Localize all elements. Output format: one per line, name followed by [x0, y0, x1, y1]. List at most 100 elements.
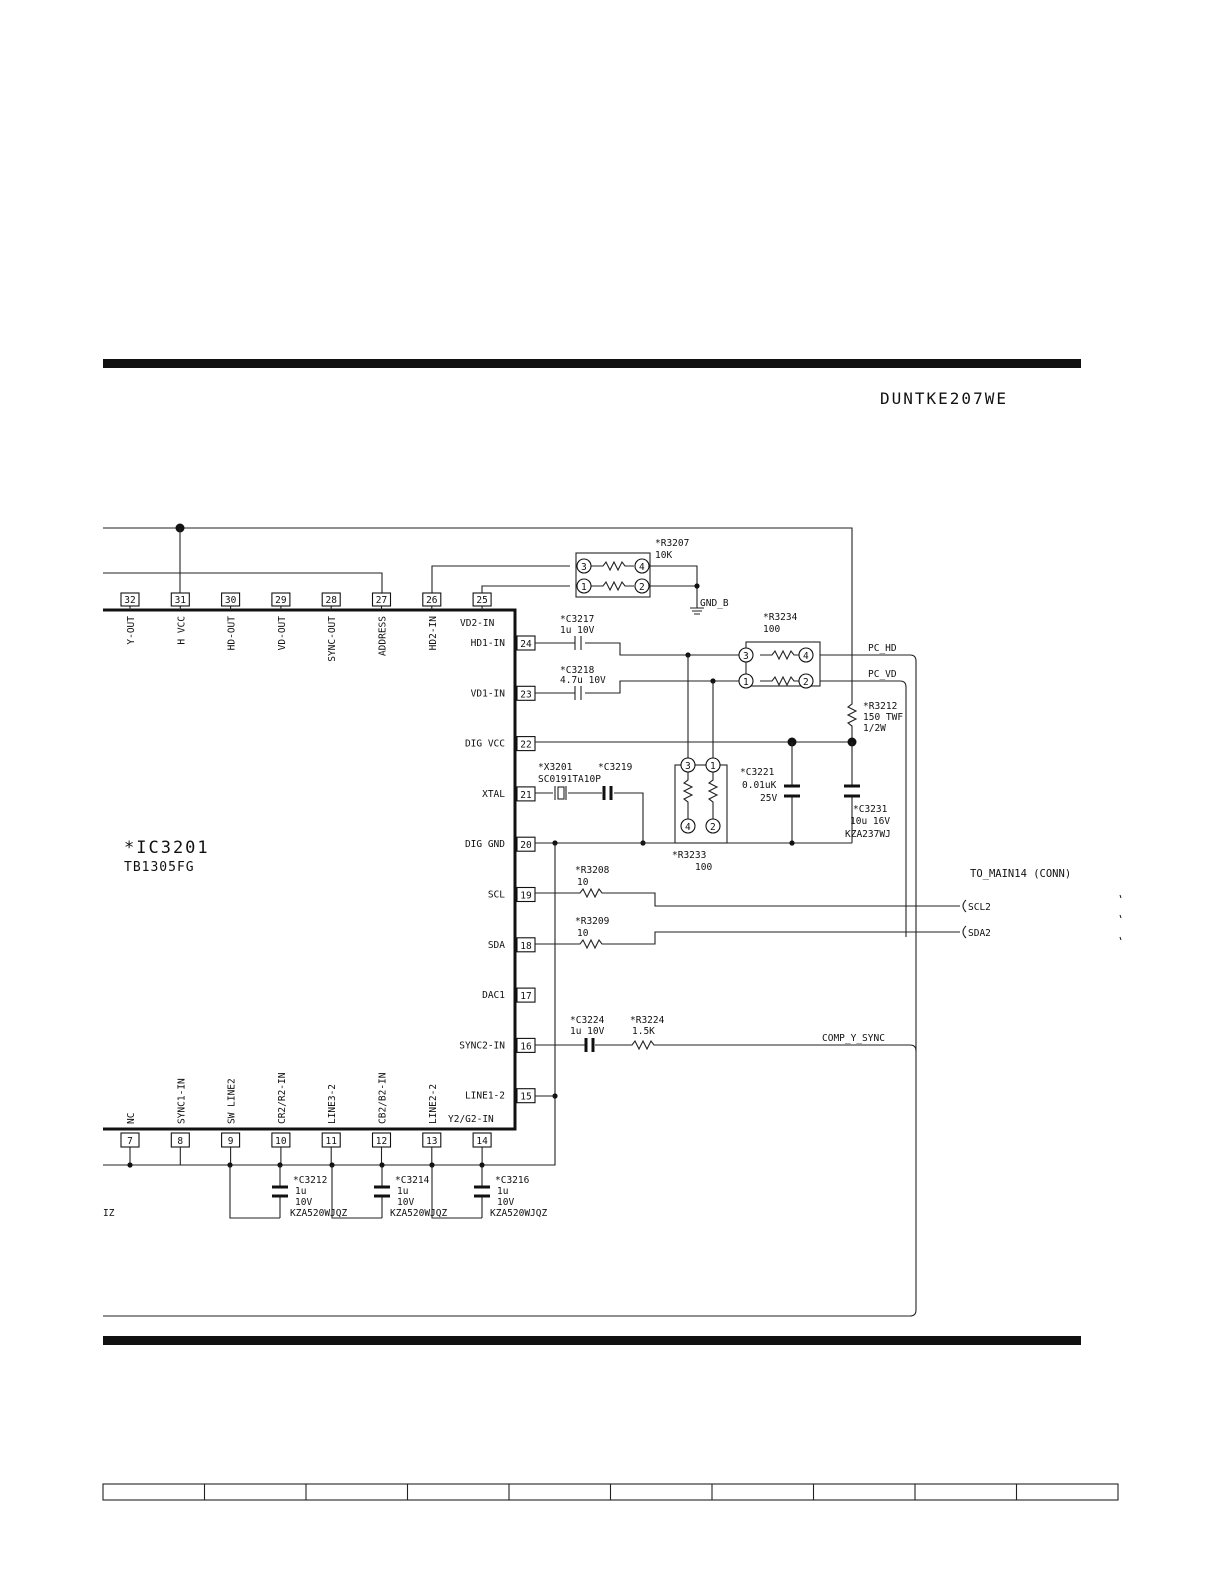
- pin-name: XTAL: [482, 789, 505, 800]
- pin-name: DIG GND: [465, 839, 505, 850]
- pin-number: 3: [685, 761, 691, 772]
- pin-number: 21: [520, 790, 532, 801]
- junction-dot: [789, 840, 795, 846]
- pin-name: SW LINE2: [227, 1078, 238, 1124]
- xtal-circuit: *X3201 SC0191TA10P *C3219: [535, 762, 646, 846]
- dig-gnd-wiring: [103, 840, 852, 1166]
- x3201-value: SC0191TA10P: [538, 774, 601, 785]
- pin-name: HD-OUT: [227, 616, 238, 651]
- r3207-value: 10K: [655, 550, 672, 561]
- pin-name: DAC1: [482, 990, 505, 1001]
- c3214-v1: 1u: [397, 1186, 408, 1197]
- c3221-value: 0.01uK: [742, 780, 777, 791]
- c3231-value2: KZA237WJ: [845, 829, 891, 840]
- ic-part-number: TB1305FG: [124, 860, 195, 875]
- c3216-ref: *C3216: [495, 1175, 530, 1186]
- r3208-ref: *R3208: [575, 865, 610, 876]
- c3217-ref: *C3217: [560, 614, 594, 625]
- c3216-v2: 10V: [497, 1197, 514, 1208]
- net-sda2: SDA2: [968, 928, 991, 939]
- pin-number: 29: [275, 595, 287, 606]
- junction-dot: [127, 1162, 133, 1168]
- pin-number: 2: [710, 822, 716, 833]
- r3208-value: 10: [577, 877, 589, 888]
- r3212-ref: *R3212: [863, 701, 897, 712]
- pin-name: CB2/B2-IN: [378, 1072, 389, 1124]
- pin-number: 3: [743, 651, 749, 662]
- pin-name: SYNC-OUT: [327, 616, 338, 662]
- r3233-resistor-array: 3 1 4 2 *R3233 100: [672, 757, 728, 873]
- r3207-ref: *R3207: [655, 538, 689, 549]
- r3224-ref: *R3224: [630, 1015, 665, 1026]
- c3221-ref: *C3221: [740, 767, 775, 778]
- c3217-value: 1u 10V: [560, 625, 595, 636]
- pin-number: 24: [520, 639, 532, 650]
- ic-reference: *IC3201: [124, 838, 210, 858]
- pin-number: 26: [426, 595, 438, 606]
- pin-name: NC: [126, 1113, 137, 1124]
- pin-name: H VCC: [176, 616, 187, 645]
- pin-name: DIG VCC: [465, 739, 505, 750]
- pin-number: 2: [803, 677, 809, 688]
- r3233-value: 100: [695, 862, 712, 873]
- top-separator-bar: [103, 359, 1081, 368]
- pin-box: [516, 786, 536, 802]
- c3216-v1: 1u: [497, 1186, 508, 1197]
- pin-number: 31: [175, 595, 187, 606]
- r3209-value: 10: [577, 928, 589, 939]
- pin-number: 12: [376, 1136, 387, 1147]
- c3214-ref: *C3214: [395, 1175, 430, 1186]
- bottom-wiring: *C3212 1u 10V KZA520WJQZ *C3214 1u 10V K…: [103, 1162, 547, 1219]
- pin-number: 18: [520, 941, 532, 952]
- c3221-value2: 25V: [760, 793, 777, 804]
- pin-number: 22: [520, 740, 531, 751]
- c3212-ref: *C3212: [293, 1175, 327, 1186]
- c3212-v2: 10V: [295, 1197, 312, 1208]
- c3214-v2: 10V: [397, 1197, 414, 1208]
- pin-box: [221, 592, 241, 607]
- pin-number: 27: [376, 595, 387, 606]
- junction-dot: [694, 583, 700, 589]
- c3224-ref: *C3224: [570, 1015, 605, 1026]
- top-wiring: GND_B: [103, 523, 853, 700]
- ic-corner-top-label: VD2-IN: [460, 618, 495, 629]
- x3201-ref: *X3201: [538, 762, 573, 773]
- r3209-ref: *R3209: [575, 916, 610, 927]
- pin-name: HD1-IN: [471, 638, 506, 649]
- c3216-v3: KZA520WJQZ: [490, 1208, 547, 1219]
- c3231-value: 10u 16V: [850, 816, 890, 827]
- connector-label: TO_MAIN14 (CONN): [970, 868, 1071, 880]
- bottom-separator-bar: [103, 1336, 1081, 1345]
- c3231-ref: *C3231: [853, 804, 888, 815]
- pin-box: [516, 987, 536, 1003]
- pin-name: ADDRESS: [378, 616, 389, 656]
- pin-box: [120, 592, 140, 607]
- pin-box: [516, 886, 536, 903]
- pin-name: SYNC2-IN: [459, 1040, 505, 1051]
- c3212-v3: KZA520WJQZ: [290, 1208, 347, 1219]
- ic-block: *IC3201 TB1305FG VD2-IN Y2/G2-IN: [103, 608, 517, 1131]
- c3218-value: 4.7u 10V: [560, 675, 606, 686]
- pin-box: [516, 736, 536, 752]
- pin-name: Y-OUT: [126, 616, 137, 645]
- pin-name: SDA: [488, 940, 505, 951]
- net-comp-y-sync: COMP_Y_SYNC: [822, 1033, 885, 1044]
- c3224-value: 1u 10V: [570, 1026, 605, 1037]
- pin-number: 11: [325, 1136, 337, 1147]
- pin-name: VD-OUT: [277, 616, 288, 651]
- pin-name: SCL: [488, 890, 505, 901]
- net-pc-vd: PC_VD: [868, 669, 897, 680]
- c3212-v1: 1u: [295, 1186, 306, 1197]
- pin-name: LINE2-2: [428, 1084, 439, 1124]
- c3219-ref: *C3219: [598, 762, 633, 773]
- pin-number: 2: [639, 582, 645, 593]
- pin-number: 32: [124, 595, 135, 606]
- r3212-resistor: *R3212 150 TWF 1/2W: [846, 700, 903, 742]
- pin-name: LINE3-2: [327, 1084, 338, 1124]
- r3212-value: 150 TWF: [863, 712, 903, 723]
- dig-vcc-wiring: *C3221 0.01uK 25V *C3231 10u 16V KZA237W…: [535, 737, 891, 843]
- pin-number: 19: [520, 891, 532, 902]
